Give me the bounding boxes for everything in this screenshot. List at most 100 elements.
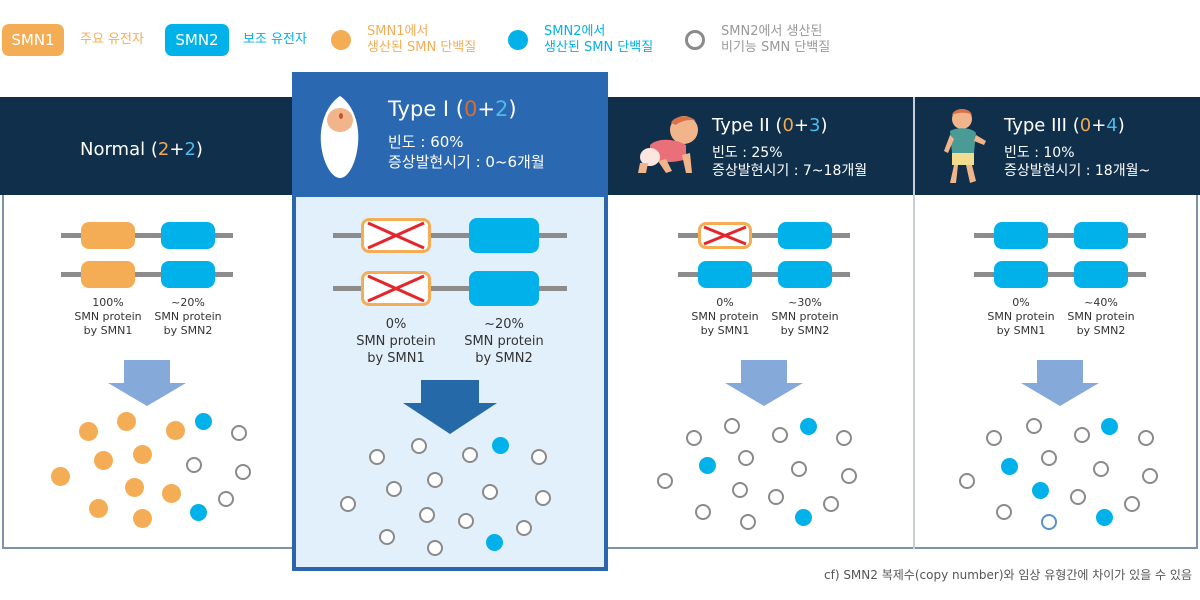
deleted-smn1-gene	[361, 271, 431, 306]
chromosome-line	[974, 272, 1146, 277]
down-arrow-icon	[108, 360, 186, 406]
smn2-description: 보조 유전자	[243, 32, 307, 47]
smn1-gene	[81, 222, 135, 249]
down-arrow-icon	[1021, 360, 1099, 406]
nonfunctional-protein-dot	[482, 484, 498, 500]
smn1-gene-chip: SMN1	[2, 24, 64, 56]
label-line: by SMN2	[1076, 324, 1126, 337]
title-text: Type I	[388, 97, 450, 121]
label-line: 0%	[1012, 296, 1030, 309]
plus: +	[793, 115, 809, 136]
smn1-gene	[81, 261, 135, 288]
paren: )	[1117, 115, 1125, 136]
nonfunctional-protein-dot	[686, 430, 702, 446]
nonfunctional-protein-dot	[1138, 430, 1154, 446]
nonfunctional-protein-dot	[1041, 514, 1057, 530]
title-text: Type II	[712, 115, 770, 136]
crawling-baby-icon	[638, 116, 698, 173]
legend-line: 생산된 SMN 단백질	[367, 40, 477, 55]
nonfunctional-protein-dot	[768, 489, 784, 505]
nonfunctional-protein-dot	[535, 490, 551, 506]
smn2-protein-label: ~30% SMN protein by SMN2	[760, 296, 850, 338]
nonfunctional-protein-dot	[695, 504, 711, 520]
smn1-description: 주요 유전자	[80, 32, 144, 47]
legend-line: SMN2에서	[544, 24, 606, 39]
label-line: SMN protein	[356, 334, 436, 349]
label-line: ~20%	[171, 296, 205, 309]
chromosome-line	[678, 233, 850, 238]
panel-title: Normal (2+2)	[80, 139, 203, 160]
frequency-text: 빈도 : 25%	[712, 145, 783, 161]
smn2-protein-label: ~20% SMN protein by SMN2	[449, 316, 559, 367]
smn2-gene	[469, 271, 539, 306]
smn2-gene	[161, 222, 215, 249]
smn2-protein-dot	[1096, 509, 1113, 526]
smn1-protein-description: SMN1에서 생산된 SMN 단백질	[367, 24, 476, 56]
smn2-protein-dot	[1001, 458, 1018, 475]
frequency-text: 빈도 : 10%	[1004, 145, 1075, 161]
nonfunctional-protein-dot	[1070, 489, 1086, 505]
smn2-copies: 4	[1106, 115, 1118, 136]
nonfunctional-protein-dot	[823, 496, 839, 512]
walking-toddler-icon	[944, 109, 986, 183]
onset-text: 증상발현시기 : 7~18개월	[712, 163, 868, 179]
orange-protein-dot-icon	[331, 30, 351, 50]
nonfunctional-protein-dot	[218, 491, 234, 507]
nonfunctional-protein-dot	[1026, 418, 1042, 434]
paren: )	[820, 115, 828, 136]
smn2-protein-dot	[492, 437, 509, 454]
smn1-protein-label: 0% SMN protein by SMN1	[976, 296, 1066, 338]
smn1-protein-label: 0% SMN protein by SMN1	[341, 316, 451, 367]
smn2-gene	[778, 222, 832, 249]
chromosome-line	[333, 286, 567, 291]
smn1-protein-dot	[166, 421, 185, 440]
title-text: Normal	[80, 139, 146, 160]
smn2-protein-dot	[800, 418, 817, 435]
smn2-protein-label: ~40% SMN protein by SMN2	[1056, 296, 1146, 338]
nonfunctional-protein-dot	[657, 473, 673, 489]
smn1-copies: 2	[157, 139, 170, 160]
smn2-chip-label: SMN2	[175, 31, 219, 49]
label-line: SMN protein	[464, 334, 544, 349]
paren: (	[145, 139, 158, 160]
swaddled-infant-icon	[320, 96, 359, 178]
label-line: SMN protein	[771, 310, 839, 323]
blue-protein-dot-icon	[508, 30, 528, 50]
legend-line: 비기능 SMN 단백질	[721, 40, 831, 55]
paren: )	[195, 139, 203, 160]
nonfunctional-protein-dot	[1124, 496, 1140, 512]
smn1-protein-dot	[79, 422, 98, 441]
smn2-gene	[1074, 222, 1128, 249]
smn2-gene	[778, 261, 832, 288]
smn1-protein-dot	[51, 467, 70, 486]
label-line: by SMN2	[475, 351, 533, 366]
smn1-protein-label: 100% SMN protein by SMN1	[63, 296, 153, 338]
nonfunctional-protein-dot	[959, 473, 975, 489]
down-arrow-icon	[725, 360, 803, 406]
cross-icon	[367, 221, 425, 250]
label-line: SMN protein	[691, 310, 759, 323]
paren: (	[1067, 115, 1080, 136]
panel-title: Type I (0+2)	[388, 97, 517, 121]
smn2-protein-dot	[1032, 482, 1049, 499]
smn2-protein-dot	[1101, 418, 1118, 435]
nonfunctional-protein-dot	[340, 496, 356, 512]
label-line: by SMN1	[996, 324, 1046, 337]
nonfunctional-protein-dot	[369, 449, 385, 465]
paren: )	[508, 97, 517, 121]
label-line: ~40%	[1084, 296, 1118, 309]
nonfunctional-protein-dot	[740, 514, 756, 530]
smn2-protein-dot	[795, 509, 812, 526]
nonfunctional-protein-dot	[724, 418, 740, 434]
label-line: 0%	[385, 317, 407, 332]
footnote: cf) SMN2 복제수(copy number)와 임상 유형간에 차이가 있…	[824, 568, 1192, 582]
label-line: ~20%	[484, 317, 524, 332]
smn1-protein-dot	[125, 478, 144, 497]
smn2-gene-chip: SMN2	[165, 24, 229, 56]
nonfunctional-protein-dot	[836, 430, 852, 446]
nonfunctional-protein-dot	[427, 540, 443, 556]
chromosome-line	[333, 233, 567, 238]
deleted-smn1-gene	[698, 222, 752, 249]
chromosome-line	[61, 272, 233, 277]
panel-title: Type II (0+3)	[712, 115, 827, 136]
